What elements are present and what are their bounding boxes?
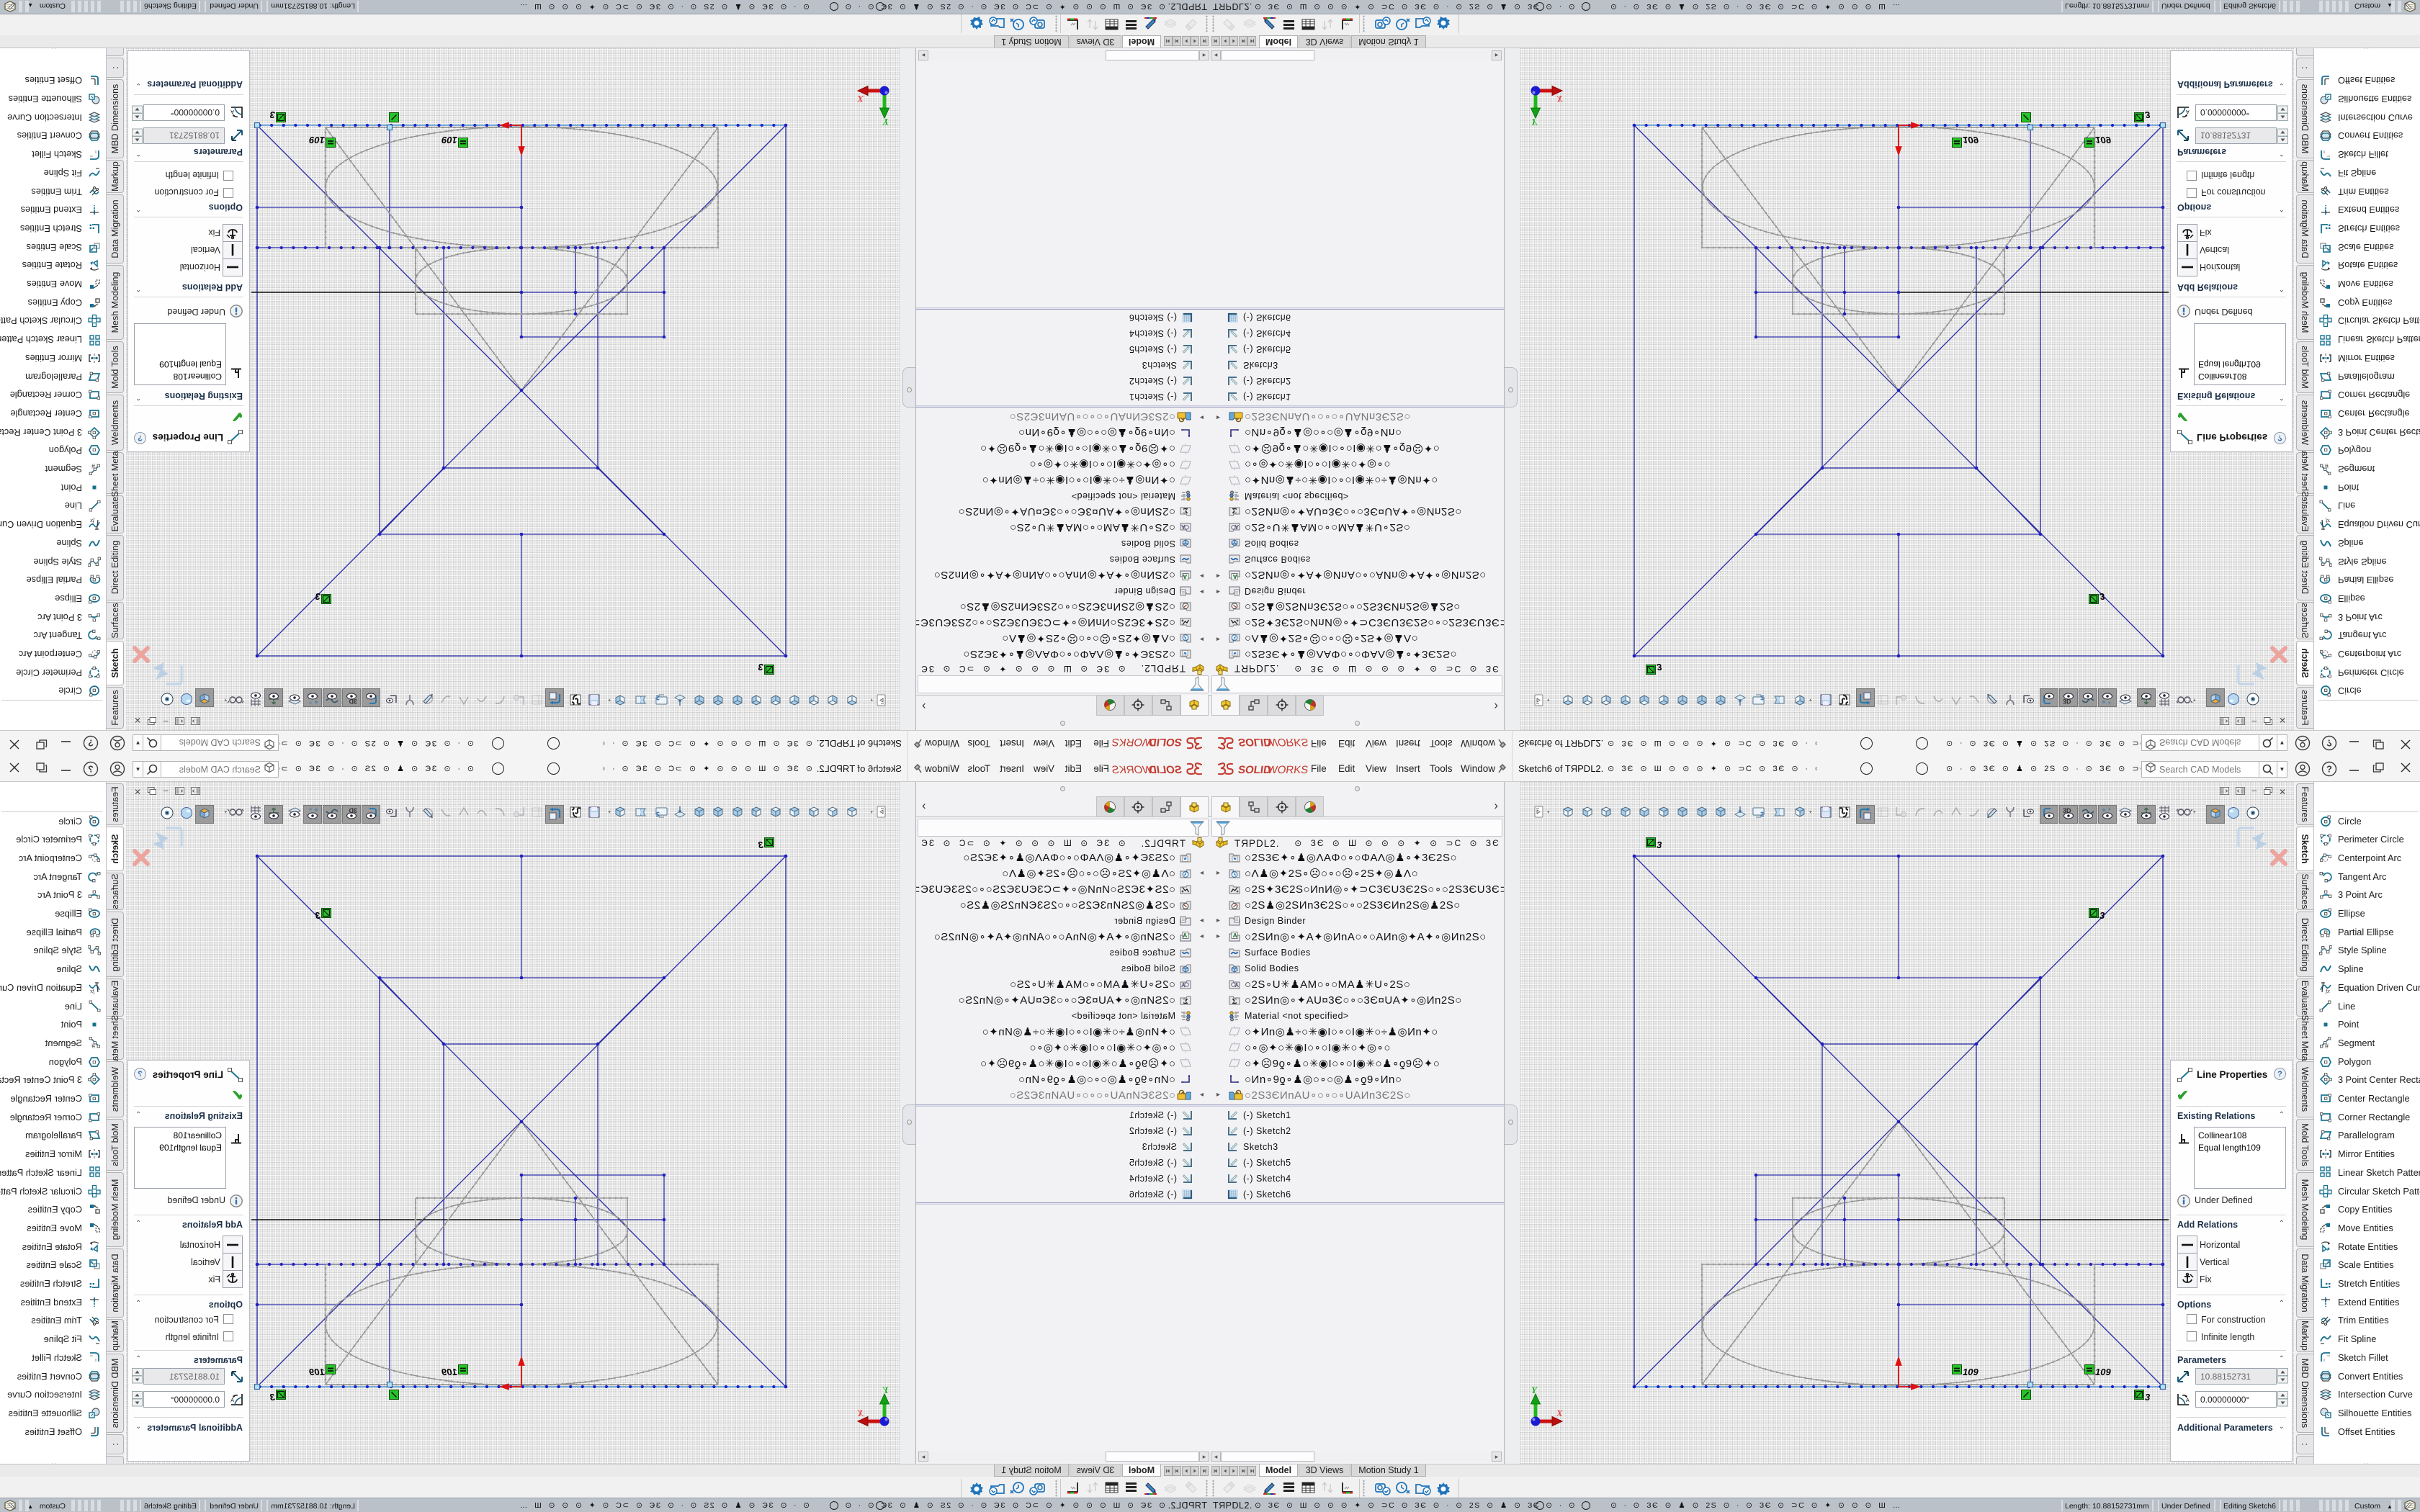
- svg-text:X: X: [1556, 94, 1563, 104]
- svg-text:Y: Y: [882, 117, 889, 125]
- svg-text:A: A: [230, 1398, 234, 1403]
- svg-text:2: 2: [656, 811, 660, 818]
- svg-text:fx: fx: [90, 988, 94, 994]
- svg-text:A: A: [1183, 932, 1187, 939]
- svg-text:SOLID: SOLID: [1148, 764, 1183, 776]
- svg-text:Σ: Σ: [1183, 998, 1188, 1006]
- svg-text:3D: 3D: [349, 807, 357, 814]
- svg-text:?: ?: [2326, 738, 2332, 749]
- svg-text:3D: 3D: [2063, 807, 2071, 814]
- svg-text:A: A: [1233, 573, 1237, 580]
- svg-text:WORKS: WORKS: [1111, 736, 1154, 748]
- svg-text:?: ?: [2326, 764, 2332, 775]
- svg-text:WORKS: WORKS: [1266, 736, 1309, 748]
- svg-text:2: 2: [656, 694, 660, 701]
- svg-text:#: #: [91, 462, 95, 469]
- svg-text:Y: Y: [1531, 1387, 1538, 1395]
- svg-text:#: #: [2325, 1043, 2329, 1050]
- svg-text:2: 2: [1760, 694, 1764, 701]
- svg-text:A: A: [1233, 932, 1237, 939]
- svg-text:X: X: [857, 1408, 864, 1418]
- svg-text:#: #: [2325, 462, 2329, 469]
- svg-text:fx: fx: [2326, 988, 2330, 994]
- svg-text:?: ?: [88, 738, 94, 749]
- svg-text:A: A: [230, 109, 234, 114]
- svg-text:3D: 3D: [349, 698, 357, 705]
- svg-text:A: A: [1183, 573, 1187, 580]
- svg-text:A: A: [2186, 109, 2190, 114]
- svg-text:X: X: [1556, 1408, 1563, 1418]
- svg-text:SOLID: SOLID: [1237, 764, 1272, 776]
- svg-text:fx: fx: [2326, 518, 2330, 524]
- svg-text:Σ: Σ: [1232, 998, 1237, 1006]
- svg-text:Y: Y: [1531, 117, 1538, 125]
- svg-text:SOLID: SOLID: [1237, 736, 1272, 748]
- svg-text:WORKS: WORKS: [1111, 764, 1154, 776]
- svg-text:?: ?: [88, 764, 94, 775]
- svg-text:Σ: Σ: [1183, 506, 1188, 514]
- svg-text:WORKS: WORKS: [1266, 764, 1309, 776]
- svg-text:X: X: [857, 94, 864, 104]
- svg-text:Y: Y: [882, 1387, 889, 1395]
- svg-text:2: 2: [1760, 811, 1764, 818]
- svg-text:Σ: Σ: [1232, 506, 1237, 514]
- svg-text:#: #: [91, 1043, 95, 1050]
- svg-text:fx: fx: [90, 518, 94, 524]
- svg-text:3D: 3D: [2063, 698, 2071, 705]
- svg-text:A: A: [2186, 1398, 2190, 1403]
- svg-text:SOLID: SOLID: [1148, 736, 1183, 748]
